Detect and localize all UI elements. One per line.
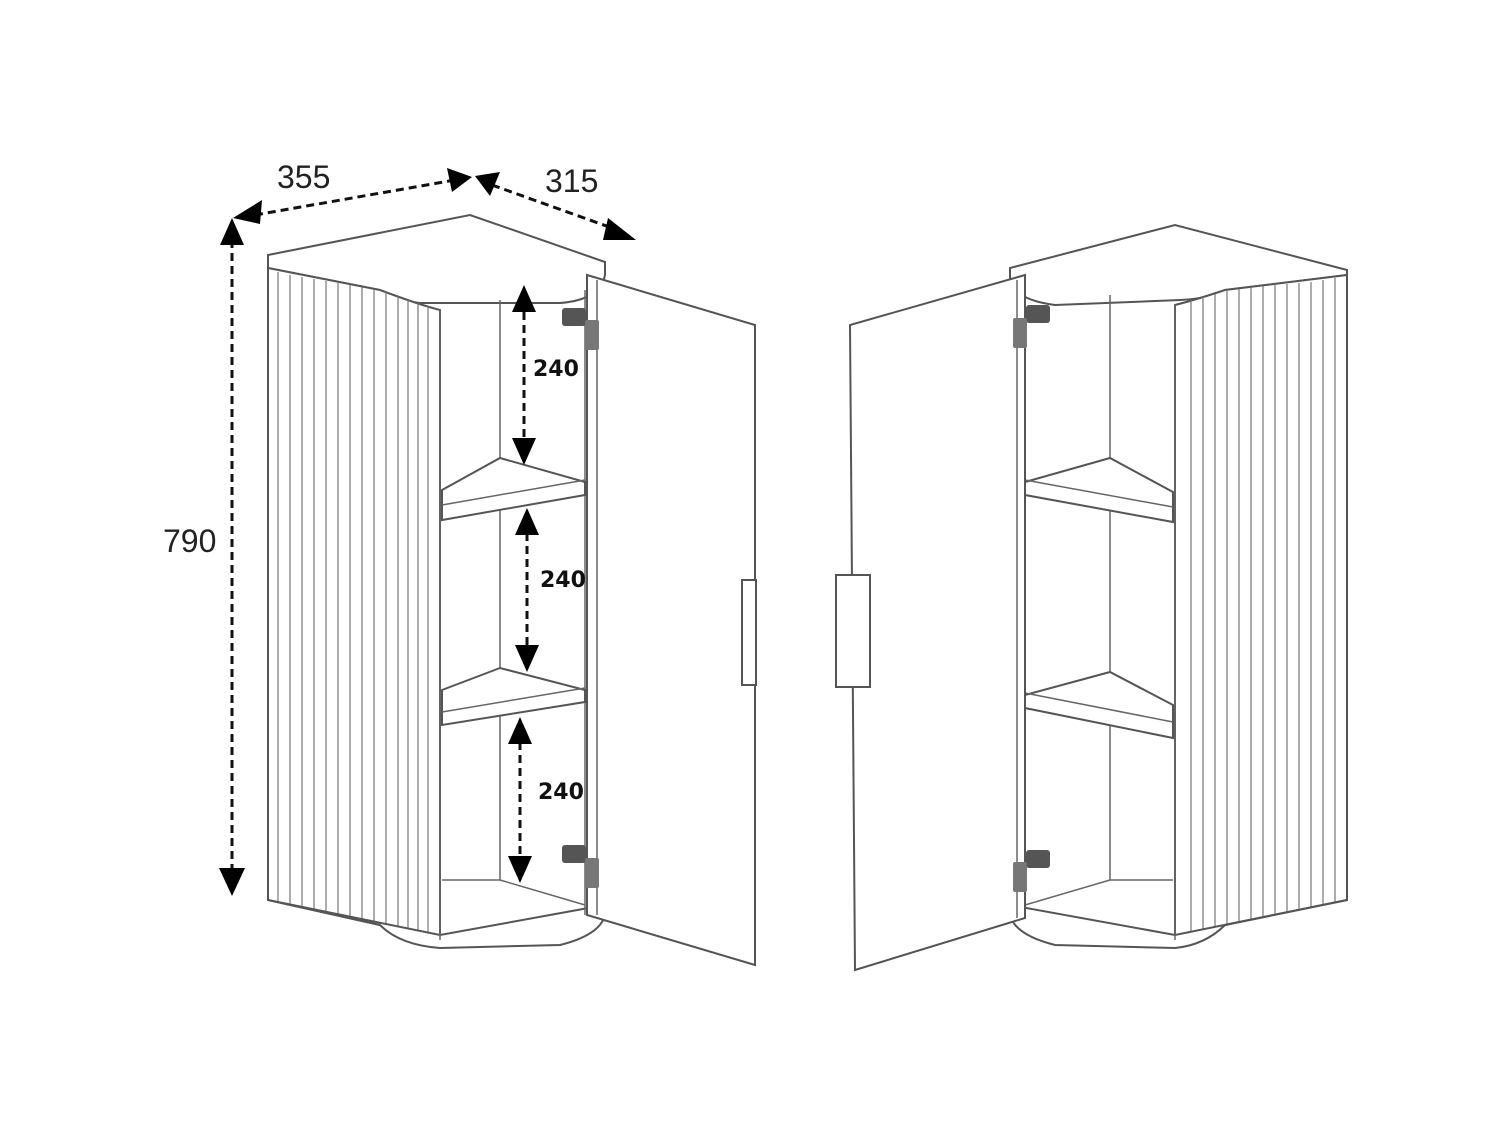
side-ribs bbox=[277, 272, 429, 940]
height-label: 790 bbox=[163, 523, 216, 559]
depth-label: 315 bbox=[545, 163, 598, 199]
right-cabinet bbox=[835, 223, 1348, 972]
open-door bbox=[586, 273, 756, 967]
shelf-gap-1-label: 240 bbox=[533, 357, 579, 382]
ribbed-side-panel-right bbox=[1174, 273, 1348, 947]
door-handle-right bbox=[835, 574, 871, 688]
shelf-gap-3-label: 240 bbox=[538, 780, 584, 805]
ribbed-side-panel bbox=[267, 266, 441, 947]
hinge-top bbox=[562, 308, 599, 350]
left-cabinet bbox=[267, 213, 757, 967]
dimension-lines: 355 315 790 240 240 240 bbox=[163, 159, 636, 896]
shelf-2 bbox=[441, 666, 586, 727]
shelf-1 bbox=[441, 456, 586, 522]
door-handle bbox=[741, 579, 757, 686]
width-label: 355 bbox=[277, 159, 330, 195]
hinge-bottom bbox=[562, 845, 599, 888]
open-door-right bbox=[848, 273, 1026, 972]
shelf-gap-2-label: 240 bbox=[540, 568, 586, 593]
